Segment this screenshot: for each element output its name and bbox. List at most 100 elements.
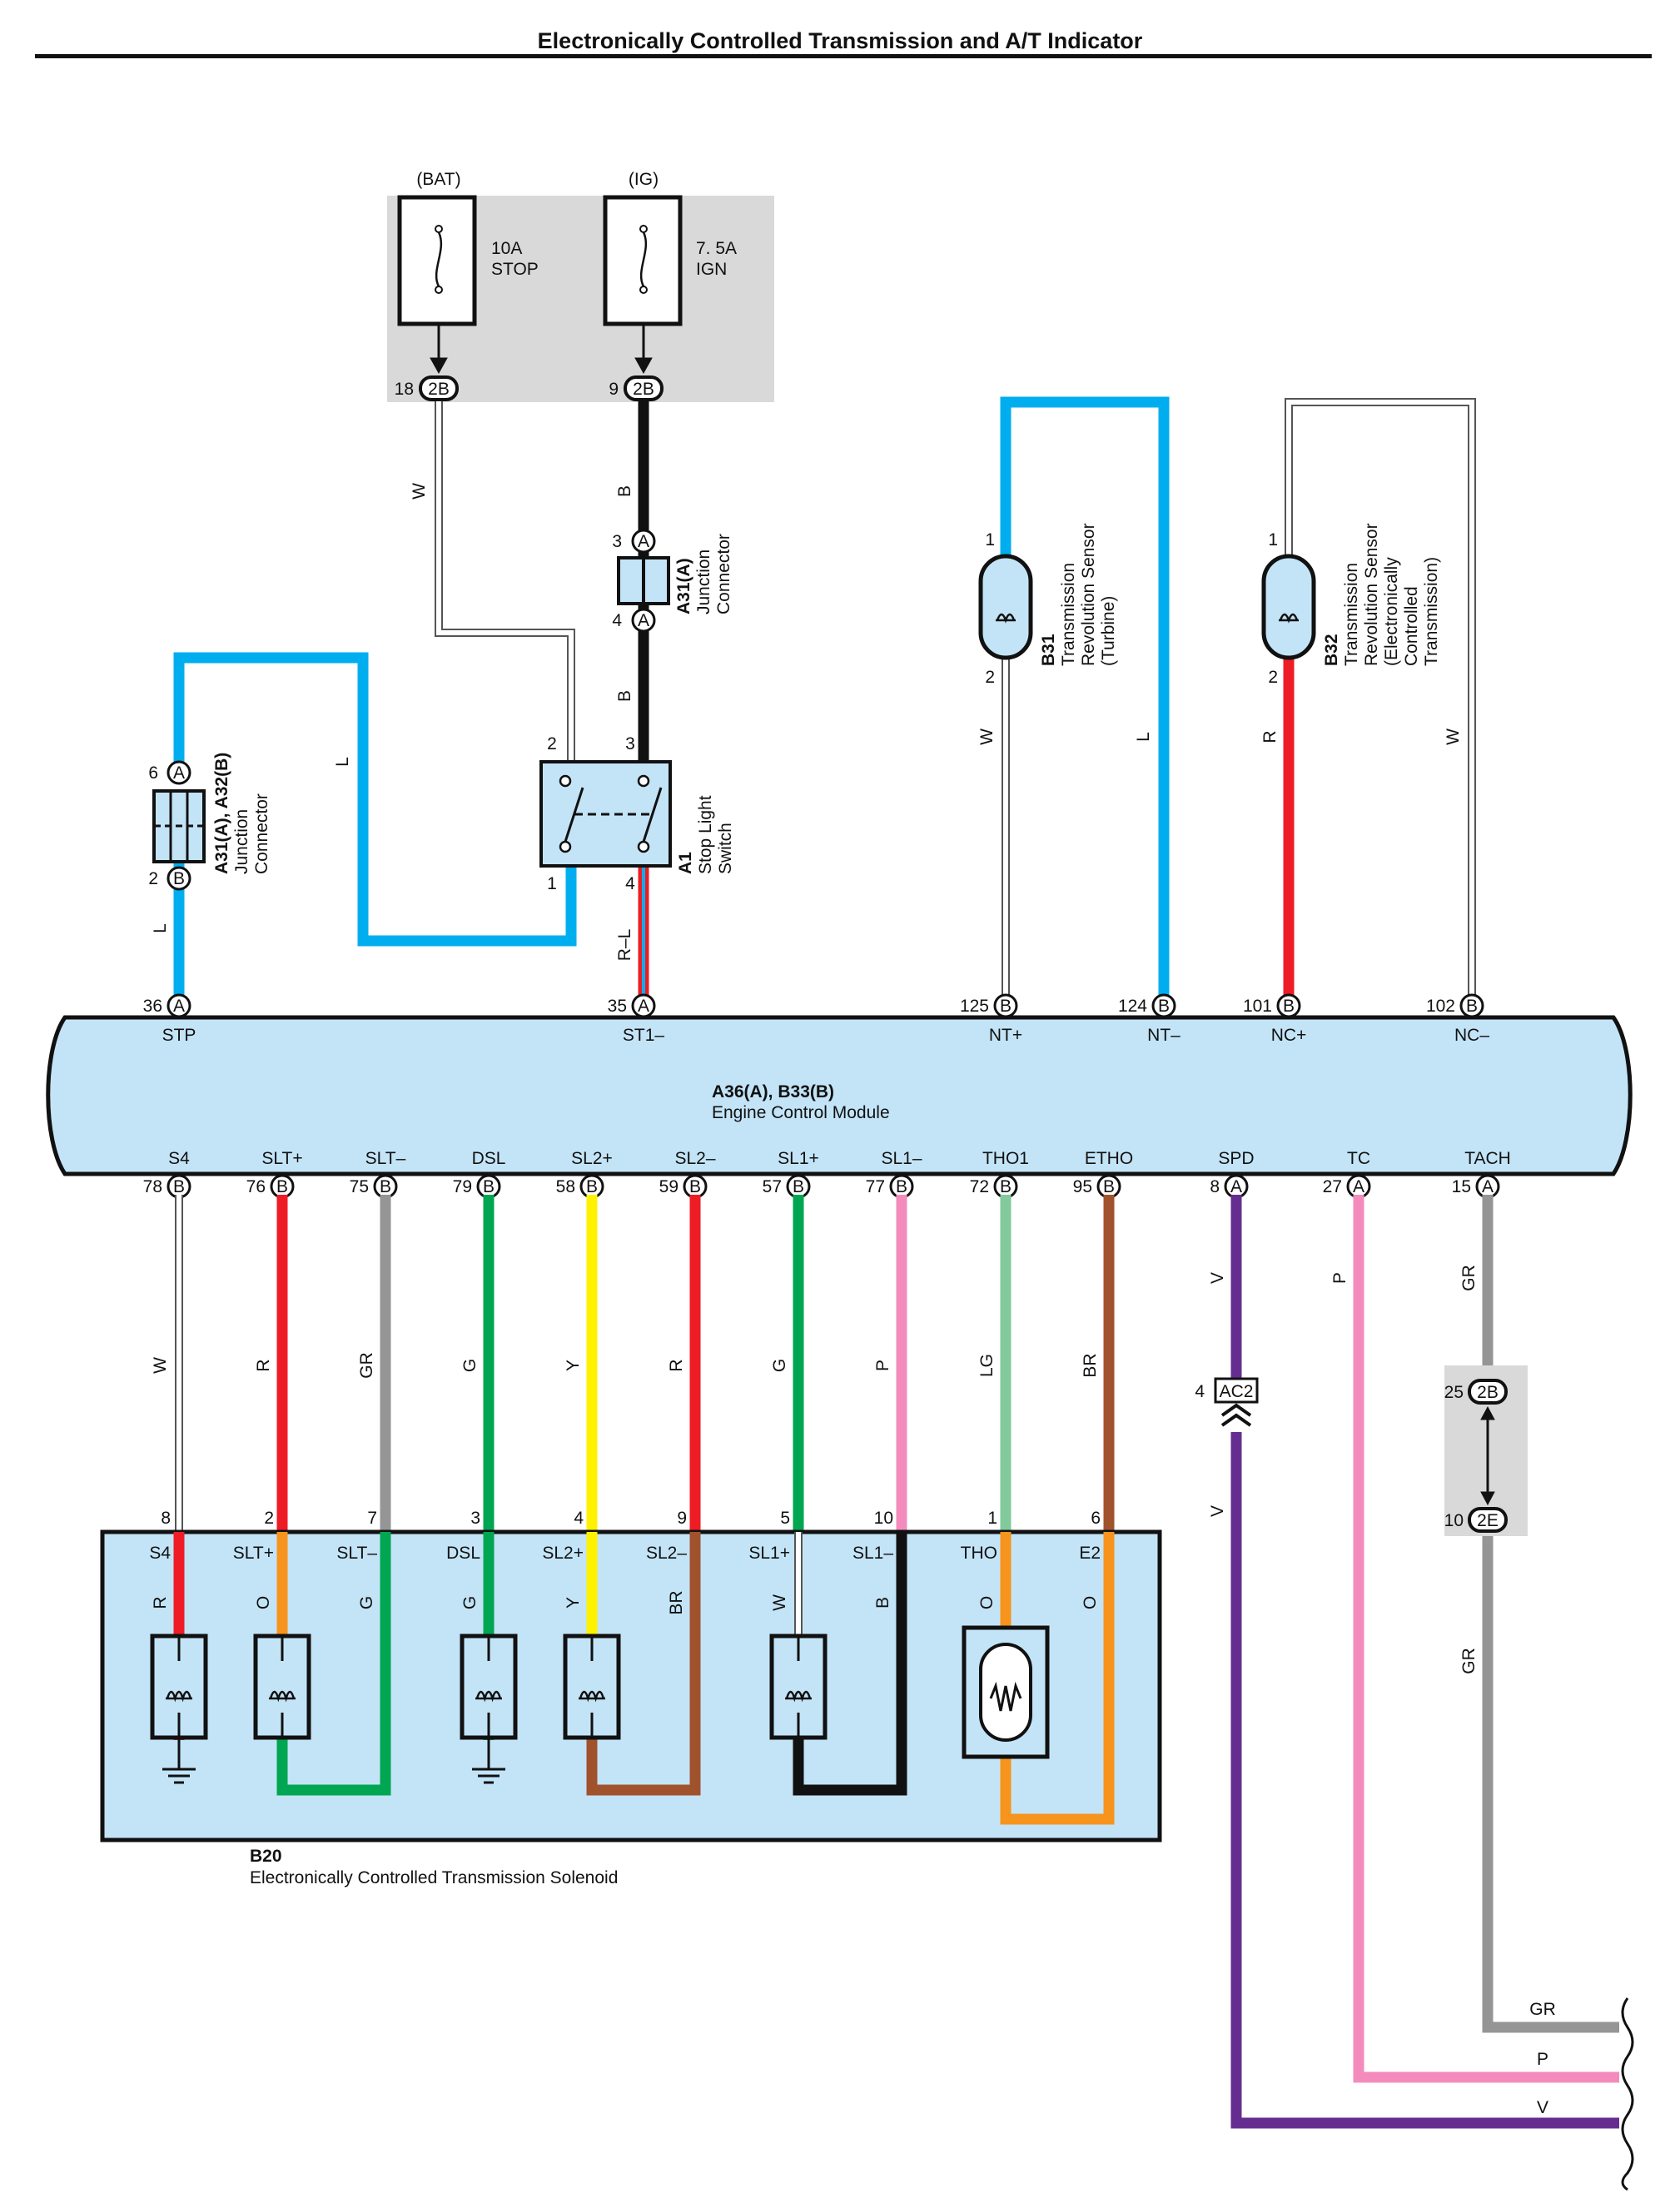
ecm-top-pin-5: [1459, 993, 1484, 1018]
solenoid-pin-number-9: 6: [1091, 1509, 1101, 1528]
ecm-bottom-pin-number-3: 79: [453, 1177, 472, 1196]
ecm-name: Engine Control Module: [712, 1103, 890, 1122]
exit-label-p: P: [1537, 2050, 1548, 2069]
ecm-bottom-pin-number-0: 78: [143, 1177, 162, 1196]
svg-text:2E: 2E: [1477, 1511, 1499, 1530]
title-rule: [35, 54, 1652, 58]
ecm-bottom-pin-label-5: SL2–: [674, 1149, 715, 1168]
ecm-code: A36(A), B33(B): [712, 1082, 834, 1101]
ecm-top-pin-5-letter: B: [1466, 997, 1478, 1016]
b31-line3: (Turbine): [1099, 596, 1118, 666]
ecm-bottom-pin-number-12: 15: [1452, 1177, 1471, 1196]
exit-label-v: V: [1537, 2098, 1548, 2117]
solenoid-pin-number-7: 10: [874, 1509, 893, 1528]
ecm-bottom-pin-8-letter: B: [1000, 1177, 1011, 1196]
junction-ab-name2: Connector: [252, 793, 271, 874]
solenoid-pin-number-1: 2: [264, 1509, 274, 1528]
junction-a-name2: Connector: [714, 534, 733, 614]
solenoid-name: Electronically Controlled Transmission S…: [250, 1868, 618, 1887]
ecm-bottom-pin-12-letter: A: [1482, 1177, 1494, 1196]
junction-connector-a31-a32: A B: [152, 760, 206, 891]
ecm-top-pin-label-0: STP: [162, 1026, 196, 1045]
fuse-stop-pin: 18: [395, 380, 414, 399]
ac2-pin: 4: [1195, 1382, 1205, 1401]
solenoid-pin-number-6: 5: [780, 1509, 790, 1528]
ecm-bottom-pin-1-letter: B: [276, 1177, 288, 1196]
b32-line3: (Electronically: [1382, 557, 1401, 666]
junction-a-name1: Junction: [694, 550, 713, 614]
solenoid-wire-label-1: O: [254, 1596, 273, 1609]
ecm-bottom-pin-9-letter: B: [1103, 1177, 1115, 1196]
ecm-bottom-pin-label-1: SLT+: [261, 1149, 302, 1168]
wire-label-v-after: V: [1208, 1505, 1227, 1517]
ecm-bottom-pin-number-11: 27: [1323, 1177, 1342, 1196]
ecm-wire-label-6: G: [770, 1359, 789, 1372]
connector-2b: 2B: [1468, 1379, 1508, 1405]
ecm-bottom-pin-number-10: 8: [1210, 1177, 1220, 1196]
junction-a-pin-bottom: 4: [612, 611, 622, 630]
solenoid-coil-icon: [460, 1634, 518, 1740]
svg-text:2B: 2B: [1477, 1383, 1499, 1402]
solenoid-wire-label-6: W: [770, 1594, 789, 1611]
solenoid-coil-icon: [150, 1634, 208, 1740]
b32-line2: Revolution Sensor: [1362, 523, 1381, 666]
ecm-wire-label-2: GR: [357, 1352, 376, 1379]
ecm-wire-label-8: LG: [977, 1354, 997, 1377]
b32-code: B32: [1322, 634, 1341, 666]
ecm-wire-label-1: R: [254, 1359, 273, 1371]
ecm-bottom-pin-label-9: ETHO: [1085, 1149, 1133, 1168]
junction-connector-a31: A A: [617, 529, 670, 633]
wire-b32-w: [1285, 398, 1476, 1007]
ecm-bottom-pin-5-letter: B: [689, 1177, 701, 1196]
switch-pin-br: 4: [625, 874, 635, 893]
solenoid-inner: 8S4R2SLT+O7SLT–G3DSLG4SL2+Y9SL2–BR5SL1+W…: [149, 1509, 1115, 1825]
wire-label-l-loop: L: [333, 757, 352, 767]
wire-p-tc: [1353, 1195, 1619, 2083]
ecm-bottom-pin-number-9: 95: [1073, 1177, 1092, 1196]
b31-line2: Revolution Sensor: [1079, 523, 1098, 666]
ecm-bottom-pin-label-2: SLT–: [365, 1149, 406, 1168]
ground-icon: [162, 1736, 196, 1784]
solenoid-wire-label-9: O: [1081, 1596, 1100, 1609]
ecm-bottom-pin-4-letter: B: [586, 1177, 598, 1196]
solenoid-pin-number-8: 1: [987, 1509, 997, 1528]
solenoid-terminal-0: S4: [149, 1544, 171, 1563]
ecm-wire-label-3: G: [460, 1359, 480, 1372]
solenoid-wire-label-3: G: [460, 1596, 480, 1609]
ecm-top-pin-1: [631, 993, 656, 1018]
ecm-bottom-pin-number-7: 77: [866, 1177, 885, 1196]
sensor-b31: [978, 554, 1033, 660]
solenoid-pin-number-4: 4: [574, 1509, 584, 1528]
solenoid-coil-icon: [769, 1634, 828, 1740]
wire-b31-l: [1000, 396, 1170, 1007]
ecm-top-pin-1-letter: A: [638, 997, 649, 1016]
b32-pin2: 2: [1268, 668, 1278, 687]
solenoid-terminal-5: SL2–: [646, 1544, 687, 1563]
wire-gr-exit: [1482, 1519, 1619, 2033]
junction-ab-name1: Junction: [232, 809, 251, 874]
ecm-bottom-pin-10-letter: A: [1230, 1177, 1242, 1196]
connector-ac2: AC2: [1214, 1377, 1259, 1427]
switch-code: A1: [676, 852, 695, 874]
solenoid-wire-label-0: R: [151, 1596, 170, 1609]
svg-text:A: A: [638, 611, 649, 630]
stop-light-switch: [539, 760, 672, 868]
solenoid-pin-number-3: 3: [470, 1509, 480, 1528]
ecm-wire-label-5: R: [667, 1359, 686, 1371]
fuse-ign-name: IGN: [696, 260, 727, 279]
ecm-top-pin-4: [1276, 993, 1301, 1018]
jc-2b-pin: 25: [1444, 1383, 1464, 1402]
b31-code: B31: [1039, 634, 1058, 666]
wire-label-b31-l: L: [1134, 732, 1153, 742]
junction-ab-pin-bottom: 2: [148, 869, 158, 888]
fuse-ign-pin: 9: [609, 380, 619, 399]
ecm-top-pin-0-letter: A: [173, 997, 185, 1016]
ecm-bottom-pin-3-letter: B: [483, 1177, 495, 1196]
solenoid-terminal-6: SL1+: [748, 1544, 790, 1563]
ecm-wire-label-10: V: [1208, 1272, 1227, 1284]
ecm-top-pin-label-5: NC–: [1454, 1026, 1489, 1045]
fuse-connector-ign: 2B: [624, 375, 664, 401]
wire-label-b32-r: R: [1260, 730, 1280, 743]
fuse-stop-name: STOP: [491, 260, 539, 279]
